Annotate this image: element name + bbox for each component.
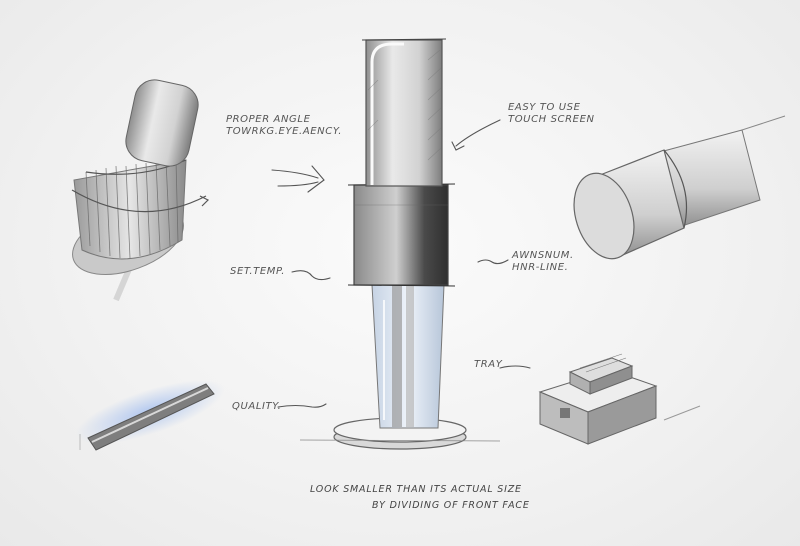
knob-sketch	[71, 79, 210, 302]
annotation-line: AWNSNUM.	[512, 250, 574, 261]
leader-lines	[271, 119, 531, 408]
annotation-tray: TRAY	[474, 359, 503, 370]
annotation-set-temp: SET.TEMP.	[230, 266, 286, 277]
annotation-easy-to-use: EASY TO USE TOUCH SCREEN	[508, 102, 595, 126]
annotation-quality: QUALITY.	[232, 401, 282, 412]
annotation-line: PROPER ANGLE	[226, 114, 311, 125]
annotation-line: TOWRKG.EYE.AENCY.	[226, 126, 343, 137]
tray-sketch	[538, 353, 701, 445]
annotation-line: EASY TO USE	[508, 102, 581, 113]
annotation-line: TOUCH SCREEN	[508, 114, 595, 125]
annotation-awnsnum: AWNSNUM. HNR-LINE.	[512, 250, 574, 274]
tower-product	[299, 38, 501, 450]
annotation-proper-angle: PROPER ANGLE TOWRKG.EYE.AENCY.	[226, 114, 342, 138]
annotation-line: HNR-LINE.	[512, 262, 569, 273]
caption-line-1: LOOK SMALLER THAN ITS ACTUAL SIZE	[310, 484, 522, 495]
tube-sketch	[573, 115, 786, 260]
light-bar-sketch	[75, 380, 225, 451]
caption-line-2: BY DIVIDING OF FRONT FACE	[372, 500, 530, 511]
